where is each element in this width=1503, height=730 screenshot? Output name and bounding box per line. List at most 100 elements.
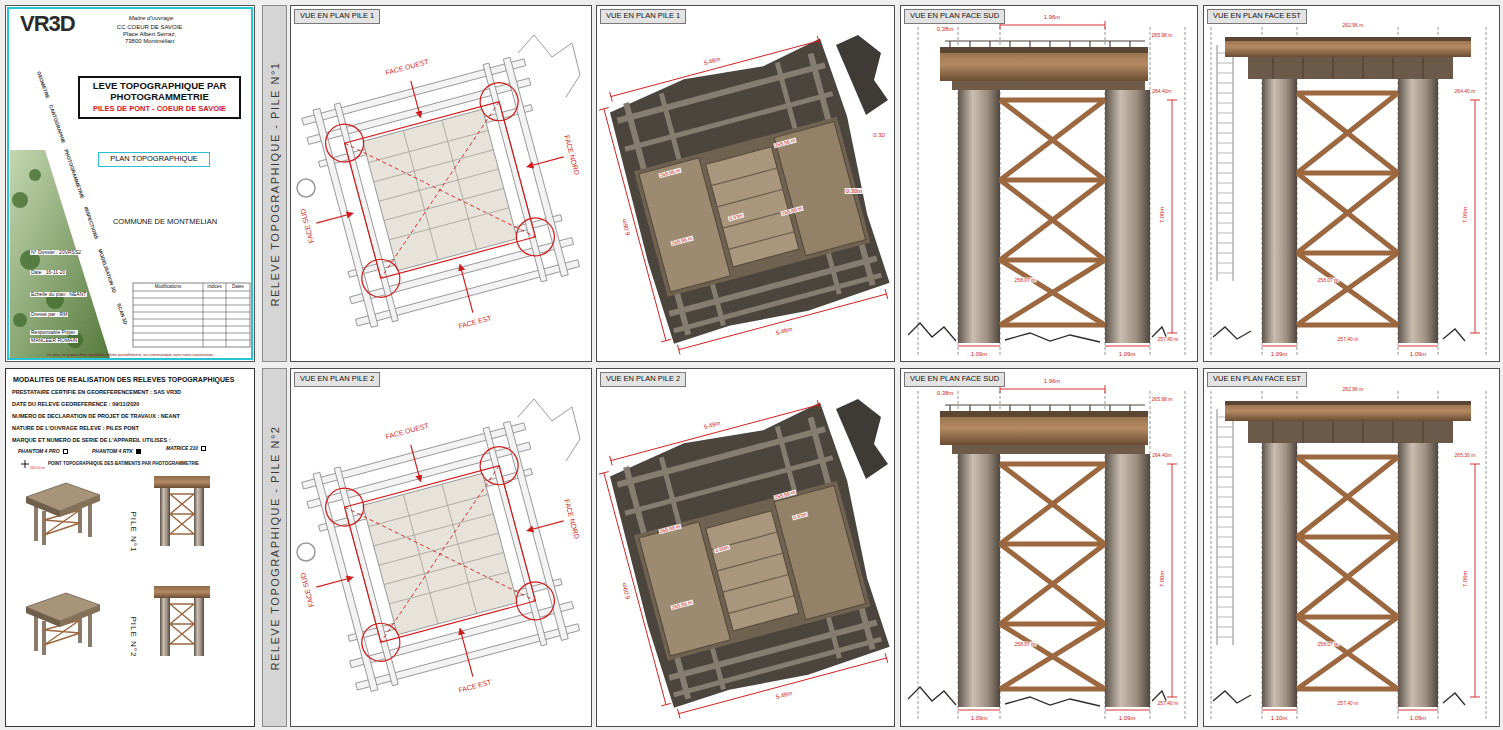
art-use	[1211, 27, 1486, 357]
service-word: SCAN 3D	[116, 303, 128, 325]
survey-info: DATE DU RELEVE GEOREFERENCE : 09/11/2020	[12, 402, 139, 408]
art-use	[154, 476, 210, 546]
service-word: GEOMETRE	[36, 70, 50, 99]
view-panel: VUE EN PLAN PILE 1	[290, 5, 592, 362]
elevation-label: 0.93m	[728, 213, 745, 222]
dimension-label: 5.49m	[702, 420, 722, 431]
view-panel: VUE EN PLAN FACE EST	[1203, 368, 1500, 727]
art-rect	[5, 368, 255, 727]
elevation-label: 265.99 m	[773, 490, 796, 501]
art-rect	[900, 5, 1198, 362]
art-rect	[596, 368, 895, 727]
project-info: MANCEER ROMAIN	[30, 338, 78, 343]
survey-panel-art	[21, 460, 210, 656]
elevation-label: 265.96 m	[670, 600, 693, 611]
art-use	[287, 399, 596, 710]
node-heading: VUE EN PLAN PILE 1	[294, 9, 380, 24]
face-label: FACE SUD	[299, 571, 315, 609]
art-use	[908, 21, 1185, 357]
elevation-label: 264.40m	[1151, 89, 1172, 94]
node-heading: VUE EN PLAN FACE EST	[1207, 372, 1307, 387]
dimension-label: 6.06m	[621, 217, 632, 237]
dimension-label: 7.06m	[1462, 570, 1468, 589]
view-panel: VUE EN PLAN PILE 2	[596, 368, 895, 727]
sheet-band: RELEVE TOPOGRAPHIQUE - PILE N°2	[262, 368, 287, 727]
commune-name: COMMUNE DE MONTMELIAN	[113, 218, 217, 226]
dimension-label: 0.38m	[936, 26, 955, 32]
art-rect	[900, 368, 1198, 727]
dimension-label: 1.09m	[1118, 715, 1137, 721]
elevation-label: 258.07 m	[1014, 278, 1037, 283]
art-rect	[133, 283, 250, 347]
project-info: N° Dossier : 20VRSS2	[30, 250, 82, 255]
pile-views	[287, 21, 1486, 722]
view-panel: VUE EN PLAN PILE 1	[596, 5, 895, 362]
title-block-art	[8, 8, 252, 359]
project-info: Dressé par : RM	[30, 312, 68, 317]
device-name: MATRICE 210	[166, 446, 206, 451]
node-heading: PLAN TOPOGRAPHIQUE	[101, 155, 207, 164]
dimension-label: 1.09m	[1270, 351, 1289, 357]
face-label: FACE SUD	[299, 207, 315, 245]
project-info: Echelle du plan : NEANT	[30, 292, 87, 297]
face-label: FACE OUEST	[384, 422, 431, 441]
view-panel: VUE EN PLAN FACE EST	[1203, 5, 1500, 362]
art-path	[133, 283, 250, 347]
elevation-label: 264.40m	[1151, 453, 1172, 458]
dimension-label: 1.09m	[1409, 715, 1428, 721]
dimension-label: 1.96m	[1043, 14, 1062, 20]
footer-note: Ce plan ne pourra être reproduit, même p…	[47, 353, 214, 357]
node-heading: VUE EN PLAN PILE 2	[600, 372, 686, 387]
service-word: MODELISATION 3D	[98, 249, 118, 294]
survey-info: PRESTATAIRE CERTIFIE EN GEOREFERENCEMENT…	[12, 390, 181, 396]
art-rect	[5, 5, 255, 362]
elevation-label: 265.98 m	[1151, 33, 1174, 38]
elevation-label: 262.96 m	[1342, 23, 1365, 28]
elevation-label: 258.07 m	[1317, 642, 1340, 647]
elevation-label: 264.40 m	[1454, 89, 1477, 94]
face-label: FACE EST	[457, 678, 493, 694]
panel-grounds	[5, 5, 1500, 727]
art-circle	[12, 192, 28, 208]
art-use	[26, 593, 100, 655]
art-circle	[29, 169, 41, 181]
node-heading: LEVE TOPOGRAPHIQUE PAR PHOTOGRAMMETRIE	[84, 81, 235, 103]
dimension-label: 5.48m	[774, 326, 794, 337]
view-panel: VUE EN PLAN FACE SUD	[900, 368, 1198, 727]
art-rect	[1203, 368, 1500, 727]
face-label: FACE EST	[457, 314, 493, 330]
survey-info: NUMERO DE DECLARATION DE PROJET DE TRAVA…	[12, 414, 180, 420]
art-polygon	[10, 150, 110, 358]
art-use	[1211, 391, 1486, 721]
node-heading: VUE EN PLAN FACE SUD	[904, 9, 1005, 24]
node-heading: MODALITES DE REALISATION DES RELEVES TOP…	[13, 376, 234, 384]
dimension-label: 7.00m	[1159, 570, 1165, 589]
node-body: CC COEUR DE SAVOIE Place Albert Serraz, …	[116, 24, 183, 45]
dimension-label: 7.06m	[1462, 206, 1468, 225]
dimension-label: 5.48m	[774, 690, 794, 701]
elevation-label: 257.40 m	[1157, 337, 1180, 342]
title-block: Maitre d'ouvrageCC COEUR DE SAVOIE Place…	[5, 5, 255, 362]
elevation-label: 265.89 m	[780, 206, 803, 217]
art-use	[154, 586, 210, 656]
dimension-label: 1.96m	[1043, 378, 1062, 384]
art-rect	[1203, 5, 1500, 362]
node-heading: VUE EN PLAN FACE SUD	[904, 372, 1005, 387]
art-rect	[8, 8, 252, 359]
service-word: INSPECTIONS	[83, 206, 99, 240]
elevation-label: 257.40 m	[1337, 337, 1360, 342]
dimension-label: 1.09m	[970, 351, 989, 357]
node-body: PILES DE PONT - COEUR DE SAVOIE	[84, 105, 235, 114]
service-word: CARTOGRAPHIE	[48, 104, 66, 144]
service-word: PHOTOGRAMMETRIE	[63, 149, 85, 200]
node-heading: VUE EN PLAN PILE 2	[294, 372, 380, 387]
node-heading: VUE EN PLAN PILE 1	[600, 9, 686, 24]
face-label: FACE OUEST	[384, 58, 431, 77]
elevation-label: 265.98 m	[658, 524, 681, 535]
elevation-label: 262.96 m	[1342, 387, 1365, 392]
view-panel: VUE EN PLAN FACE SUD	[900, 5, 1198, 362]
art-use	[595, 34, 895, 358]
elevation-label: 0.91m	[792, 512, 809, 521]
